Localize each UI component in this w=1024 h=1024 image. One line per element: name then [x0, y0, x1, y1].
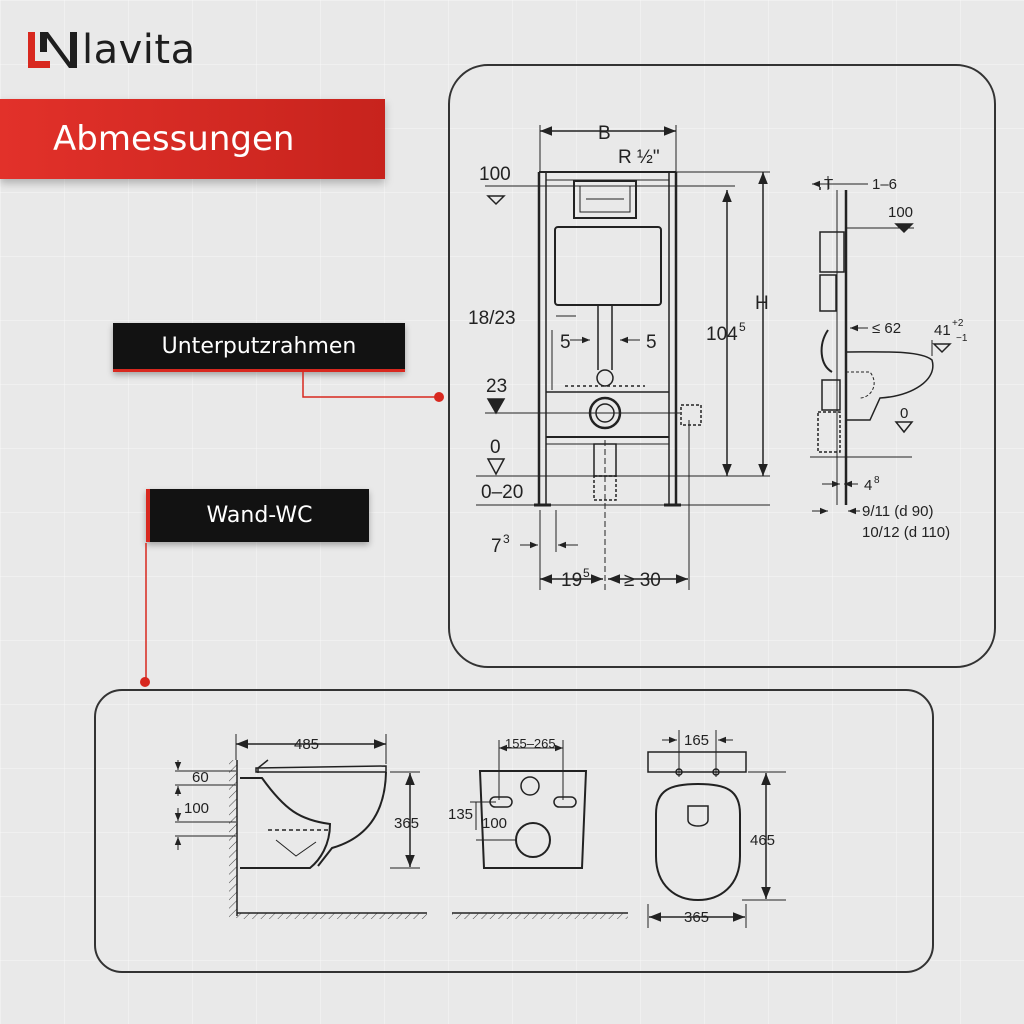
frame-side-labels: T 1–6 100 ≤ 62 41 +2 −1 0 4 8 9/11 (d 90… — [824, 176, 968, 541]
dim-165: 165 — [684, 732, 709, 749]
frame-drawing-panel — [448, 64, 996, 668]
brand-logo: lavita — [26, 28, 196, 72]
dim-41: 41 — [934, 322, 951, 339]
dim-104-sup: 5 — [739, 320, 746, 334]
wc-back-view — [452, 740, 628, 919]
dim-60: 60 — [192, 769, 209, 786]
dim-19: 19 — [561, 570, 582, 591]
frame-front-labels: B R ½" 100 18/23 5 5 104 5 H 23 0 0–20 7… — [468, 123, 769, 591]
connector-wc — [140, 543, 150, 687]
dim-top-365: 365 — [684, 909, 709, 926]
dim-1-6: 1–6 — [872, 176, 897, 193]
label-unterputzrahmen-text: Unterputzrahmen — [161, 333, 357, 359]
dim-19-sup: 5 — [583, 566, 590, 580]
dim-9-11: 9/11 (d 90) — [862, 503, 933, 520]
dim-7-sup: 3 — [503, 532, 510, 546]
dim-41-sub: −1 — [956, 333, 968, 344]
dim-h: H — [755, 293, 769, 314]
dim-side-100: 100 — [888, 204, 913, 221]
wc-drawing-panel — [94, 689, 934, 973]
dim-18-23: 18/23 — [468, 308, 516, 329]
lavita-logo-mark-icon — [28, 32, 77, 68]
wc-side-view — [174, 734, 427, 919]
dim-10-12: 10/12 (d 110) — [862, 524, 950, 541]
dim-5-left: 5 — [560, 332, 571, 353]
wc-back-labels: 155–265 135 100 — [448, 736, 556, 832]
dim-485: 485 — [294, 736, 319, 753]
dim-135: 135 — [448, 806, 473, 823]
dim-0: 0 — [490, 437, 501, 458]
label-wand-wc-text: Wand-WC — [206, 503, 313, 528]
label-wand-wc: Wand-WC — [146, 489, 369, 542]
wc-top-labels: 165 465 365 — [684, 732, 775, 926]
dim-23: 23 — [486, 376, 507, 397]
dim-4: 4 — [864, 477, 872, 494]
dim-0-20: 0–20 — [481, 482, 523, 503]
brand-name: lavita — [82, 27, 196, 73]
dim-t: T — [824, 176, 833, 193]
dim-41-sup: +2 — [952, 318, 964, 329]
dim-back-100: 100 — [482, 815, 507, 832]
dim-4-sup: 8 — [874, 475, 880, 486]
dim-wc-365: 365 — [394, 815, 419, 832]
dim-le-62: ≤ 62 — [872, 320, 901, 337]
dim-side-0: 0 — [900, 405, 908, 422]
dim-5-right: 5 — [646, 332, 657, 353]
dim-104: 104 — [706, 324, 738, 345]
dim-b: B — [598, 123, 611, 144]
dim-100: 100 — [479, 164, 511, 185]
dim-wc-100: 100 — [184, 800, 209, 817]
wc-top-view — [647, 730, 786, 928]
dim-465: 465 — [750, 832, 775, 849]
connector-frame — [302, 370, 444, 402]
dim-7: 7 — [491, 536, 502, 557]
wc-side-labels: 485 60 100 365 — [184, 736, 419, 832]
label-unterputzrahmen: Unterputzrahmen — [113, 323, 405, 372]
dim-ge-30: ≥ 30 — [624, 570, 661, 591]
dim-r-half-inch: R ½" — [618, 147, 660, 168]
page-title: Abmessungen — [53, 119, 295, 159]
dim-155-265: 155–265 — [505, 736, 556, 751]
frame-side-view — [810, 176, 952, 515]
frame-front-view — [476, 125, 770, 590]
title-banner: Abmessungen — [0, 99, 385, 179]
